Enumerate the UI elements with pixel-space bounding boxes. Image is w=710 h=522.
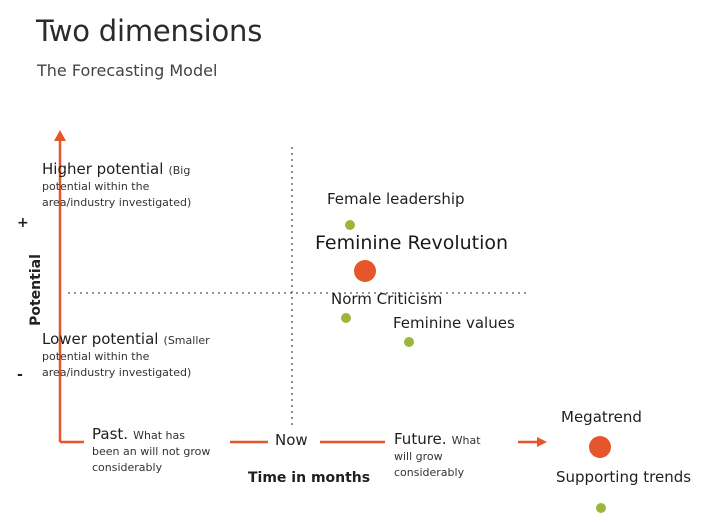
feminine-values-label: Feminine values — [393, 314, 515, 332]
future-desc: will grow considerably — [394, 450, 465, 479]
female-leadership-dot — [345, 220, 355, 230]
megatrend-legend-label: Megatrend — [561, 408, 642, 426]
lower-potential-block: Lower potential (Smaller potential withi… — [42, 329, 242, 381]
lower-potential-desc: potential within the area/industry inves… — [42, 350, 192, 379]
future-desc-inline: What — [451, 434, 481, 447]
higher-potential-desc: potential within the area/industry inves… — [42, 180, 192, 209]
norm-criticism-dot — [341, 313, 351, 323]
past-block: Past. What has been an will not grow con… — [92, 424, 232, 476]
now-label: Now — [275, 431, 308, 449]
x-axis-label: Time in months — [248, 470, 371, 486]
page-title: Two dimensions — [36, 14, 263, 48]
lower-potential-heading: Lower potential — [42, 330, 159, 348]
megatrend-legend-dot — [589, 436, 611, 458]
past-desc-inline: What has — [133, 429, 185, 442]
higher-potential-block: Higher potential (Big potential within t… — [42, 159, 232, 211]
future-heading: Future. — [394, 430, 447, 448]
page-subtitle: The Forecasting Model — [37, 61, 218, 80]
x-axis-arrow — [537, 437, 547, 447]
feminine-revolution-label: Feminine Revolution — [315, 232, 509, 254]
higher-potential-heading: Higher potential — [42, 160, 164, 178]
past-desc: been an will not grow considerably — [92, 445, 211, 474]
y-axis-minus: - — [17, 367, 23, 383]
norm-criticism-label: Norm Criticism — [331, 290, 443, 308]
lower-potential-desc-inline: (Smaller — [163, 334, 210, 347]
y-axis-plus: + — [17, 215, 29, 231]
supporting-trends-legend-dot — [596, 503, 606, 513]
future-block: Future. What will grow considerably — [394, 429, 524, 481]
past-heading: Past. — [92, 425, 129, 443]
y-axis-label: Potential — [28, 254, 44, 326]
higher-potential-desc-inline: (Big — [168, 164, 191, 177]
feminine-values-dot — [404, 337, 414, 347]
supporting-trends-legend-label: Supporting trends — [556, 468, 692, 486]
female-leadership-label: Female leadership — [327, 190, 465, 208]
feminine-revolution-dot — [354, 260, 376, 282]
y-axis-arrow — [54, 130, 66, 141]
